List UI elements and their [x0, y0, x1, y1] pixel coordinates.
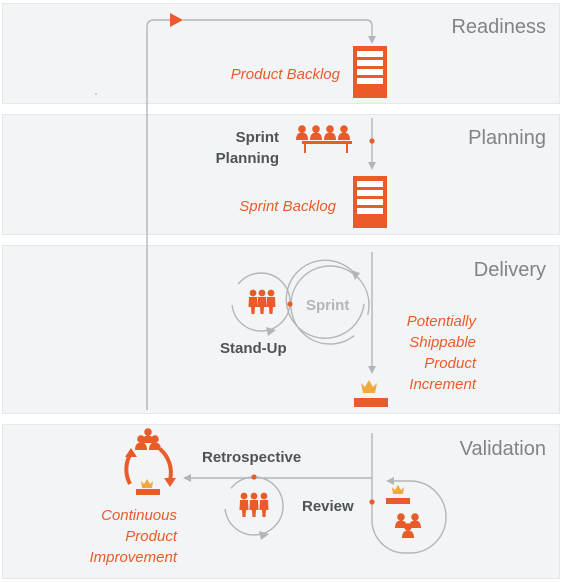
delivery-band [2, 245, 560, 414]
review-loop [371, 433, 447, 554]
sprint-backlog-icon [353, 176, 387, 228]
phase-planning: Planning [468, 127, 546, 149]
planning-dot [369, 138, 375, 144]
phase-validation: Validation [459, 438, 546, 460]
validation-band [2, 424, 560, 579]
planning-band [2, 114, 560, 235]
sprint-planning-label: Sprint Planning [216, 127, 279, 169]
sprint-planning-line1: Sprint [235, 129, 279, 146]
increment-line4: Increment [409, 376, 476, 393]
retrospective-team-icon [239, 492, 269, 517]
improvement-line1: Continuous [101, 507, 177, 524]
sprint-cycle-arrow-icon [351, 270, 360, 280]
standup-team-icon [248, 289, 276, 314]
improvement-line2: Product [125, 528, 177, 545]
retrospective-label: Retrospective [202, 449, 302, 466]
sprint-planning-line2: Planning [215, 150, 279, 167]
improvement-cycle-icon [124, 428, 176, 495]
phase-readiness: Readiness [451, 16, 546, 38]
increment-label: Potentially Shippable Product Increment [407, 311, 476, 395]
sprint-label: Sprint [306, 297, 350, 314]
standup-label: Stand-Up [220, 340, 287, 357]
increment-line3: Product [424, 355, 476, 372]
product-backlog-label: Product Backlog [230, 66, 340, 83]
review-label: Review [302, 498, 354, 515]
increment-icon [354, 380, 388, 407]
stakeholders-icon [395, 513, 421, 538]
improvement-line3: Improvement [89, 549, 177, 566]
loop-arrow-icon [170, 13, 183, 27]
sprint-planning-icon [296, 125, 352, 153]
increment-line2: Shippable [409, 334, 476, 351]
product-backlog-icon [353, 46, 387, 98]
improvement-label: Continuous Product Improvement [89, 505, 177, 568]
feedback-loop-line [146, 13, 376, 410]
sprint-backlog-label: Sprint Backlog [239, 198, 336, 215]
increment-line1: Potentially [406, 313, 476, 330]
review-increment-icon [386, 485, 410, 504]
phase-delivery: Delivery [473, 259, 546, 281]
